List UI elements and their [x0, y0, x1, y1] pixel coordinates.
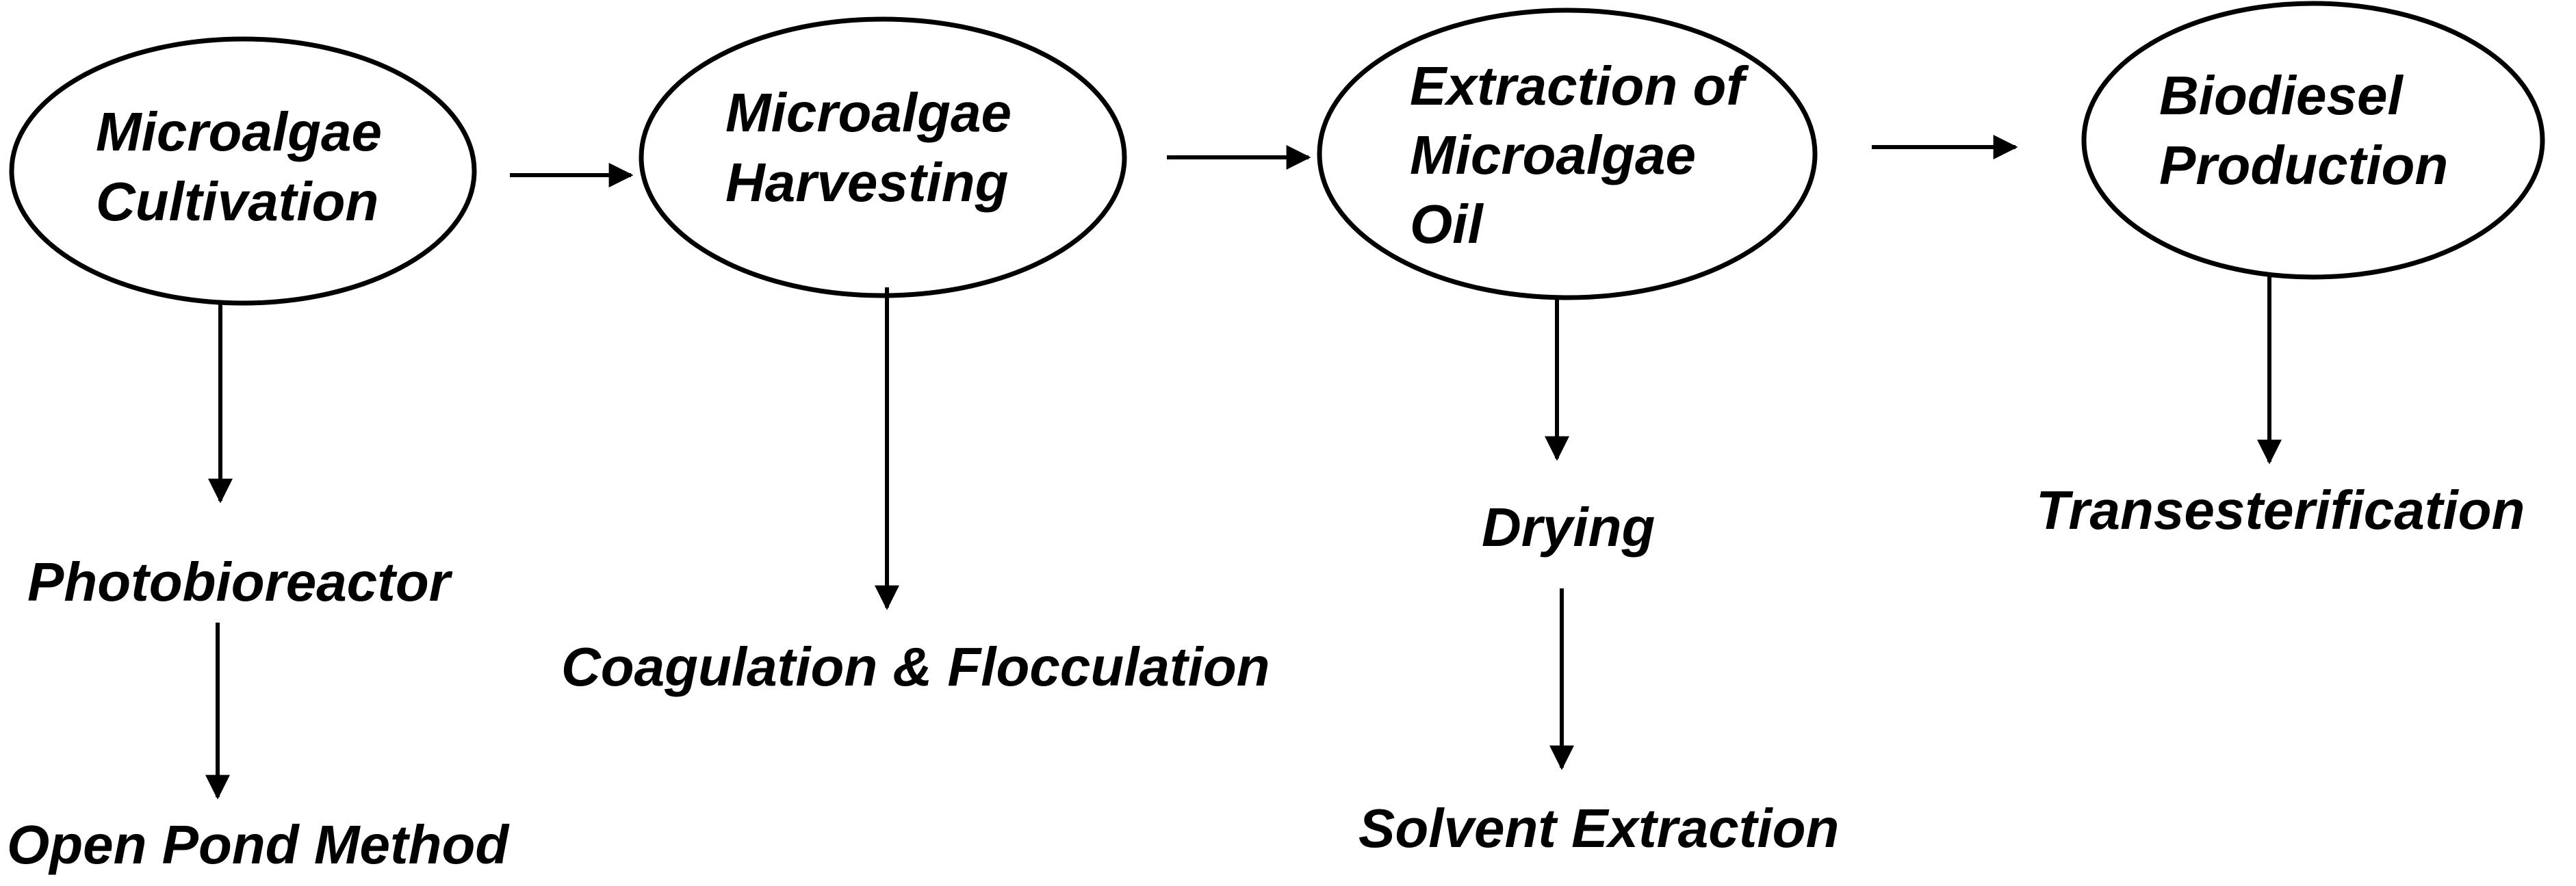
method-coagulation-flocculation: Coagulation & Flocculation — [561, 636, 1270, 697]
node-extraction-label-line3: Oil — [1410, 194, 1484, 255]
node-cultivation-label-line1: Microalgae — [96, 101, 382, 162]
node-cultivation-ellipse — [9, 36, 477, 306]
method-drying: Drying — [1482, 497, 1655, 558]
method-open-pond: Open Pond Method — [7, 814, 510, 875]
node-production-label-line2: Production — [2159, 135, 2448, 196]
node-harvesting-label-line1: Microalgae — [725, 82, 1012, 143]
node-extraction-label-line1: Extraction of — [1410, 55, 1749, 116]
node-extraction-label-line2: Microalgae — [1410, 125, 1696, 185]
node-harvesting-ellipse — [639, 16, 1127, 298]
node-production-label-line1: Biodiesel — [2159, 65, 2404, 126]
node-extraction-of-microalgae-oil: Extraction of Microalgae Oil — [1317, 8, 1818, 300]
node-microalgae-harvesting: Microalgae Harvesting — [639, 16, 1127, 298]
method-transesterification: Transesterification — [2036, 480, 2525, 540]
node-cultivation-label-line2: Cultivation — [96, 171, 378, 232]
method-photobioreactor: Photobioreactor — [27, 551, 453, 612]
method-solvent-extraction: Solvent Extraction — [1358, 798, 1839, 859]
node-harvesting-label-line2: Harvesting — [725, 152, 1008, 213]
node-extraction-ellipse — [1317, 8, 1818, 300]
node-microalgae-cultivation: Microalgae Cultivation — [9, 36, 477, 306]
node-biodiesel-production: Biodiesel Production — [2081, 1, 2545, 280]
node-production-ellipse — [2081, 1, 2545, 280]
